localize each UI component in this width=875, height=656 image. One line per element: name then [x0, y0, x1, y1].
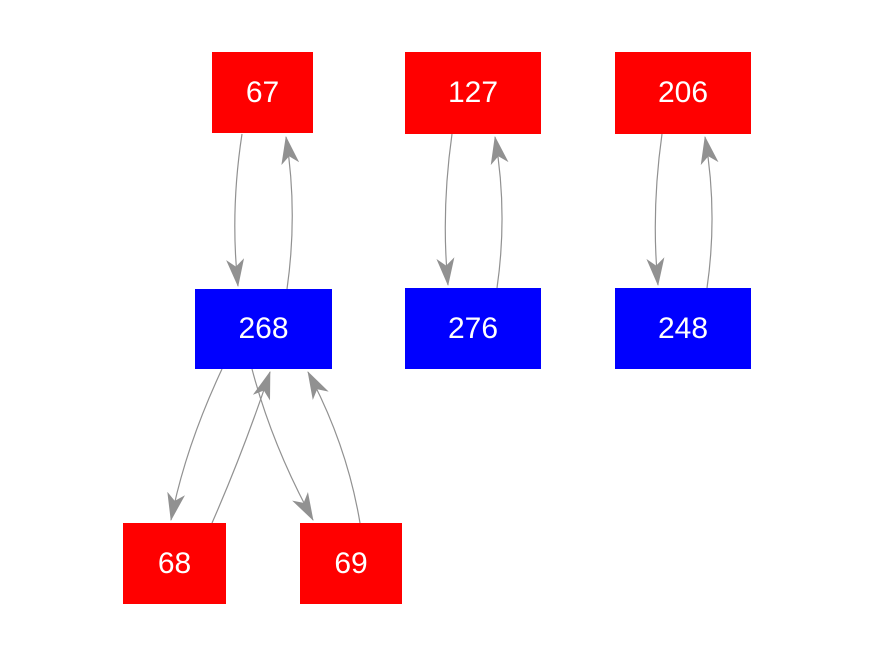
edge-276-to-127	[490, 136, 509, 289]
node-206[interactable]: 206	[615, 52, 751, 134]
edge-268-to-67	[281, 136, 300, 290]
edge-268-to-68	[167, 368, 223, 521]
edge-127-to-276	[436, 133, 455, 286]
edge-group	[167, 133, 719, 524]
edge-248-to-206	[700, 136, 719, 289]
node-69[interactable]: 69	[300, 523, 402, 604]
edge-68-to-268	[211, 371, 271, 524]
edge-67-to-268	[226, 133, 245, 287]
node-268[interactable]: 268	[195, 289, 332, 369]
node-label: 206	[657, 76, 709, 109]
edge-69-to-268	[307, 371, 361, 524]
edge-206-to-248	[646, 133, 665, 286]
node-label: 67	[245, 75, 280, 109]
node-248[interactable]: 248	[615, 288, 751, 369]
node-276[interactable]: 276	[405, 288, 541, 369]
edge-268-to-69	[251, 368, 314, 521]
node-label: 248	[657, 311, 709, 345]
node-label: 276	[447, 311, 499, 345]
node-67[interactable]: 67	[212, 52, 313, 133]
node-label: 127	[447, 76, 499, 109]
node-label: 69	[334, 546, 368, 580]
node-label: 68	[157, 546, 192, 580]
node-label: 268	[238, 312, 289, 345]
node-68[interactable]: 68	[123, 523, 226, 604]
node-127[interactable]: 127	[405, 52, 541, 134]
